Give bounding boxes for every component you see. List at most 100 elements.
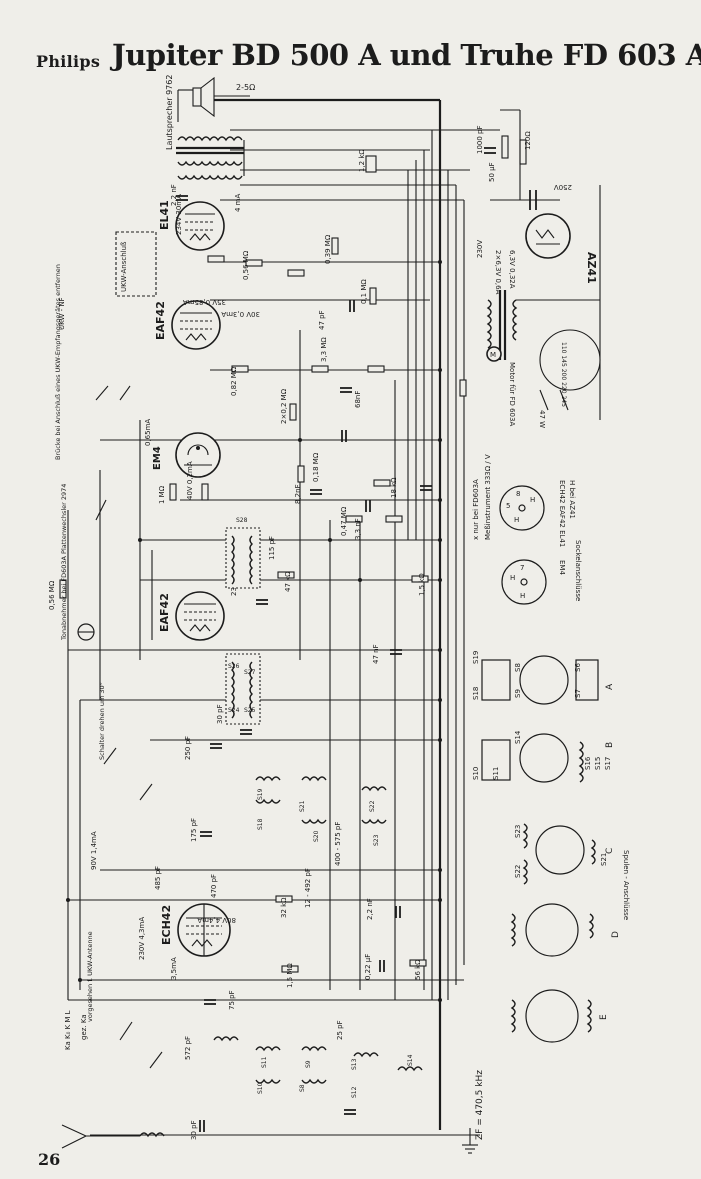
eaf42-voltage-2: 30V 0,3mA (221, 310, 260, 318)
cap-12-492: 12 - 492 pF (304, 868, 312, 908)
sockel-types-2: EM4 (558, 560, 566, 575)
eaf42-voltage: 35V 0,85mA (183, 298, 226, 306)
cap-1000p: 1000 pF (476, 125, 484, 154)
res-039: 0,39 MΩ (324, 234, 332, 264)
svg-text:S8: S8 (299, 1084, 306, 1092)
page-number: 26 (38, 1150, 61, 1169)
cap-250p: 250 pF (184, 736, 192, 760)
svg-text:S13: S13 (351, 1058, 358, 1070)
svg-text:S22: S22 (369, 800, 376, 812)
res-2m2: 2×0,2 MΩ (280, 388, 288, 424)
cap-470p: 470 pF (210, 874, 218, 898)
coil-connections: S18 S19 S8 S9 S6 S7 A S10 S11 S14 S16 S1… (472, 651, 621, 1043)
tube-eaf42-top-label: EAF42 (154, 301, 167, 340)
motor-label: Motor für FD 603A (508, 362, 516, 426)
res-120: 120Ω (524, 131, 532, 150)
svg-text:S19: S19 (257, 788, 264, 800)
x-nur-label: x nur bei FD603A (472, 479, 480, 540)
cap-485p: 485 pF (154, 866, 162, 890)
res-1k5: 1,5 kΩ (418, 573, 426, 596)
cap-2n2: 2,2 nF (170, 184, 178, 206)
res-47k: 47 kΩ (284, 571, 292, 592)
svg-text:S28: S28 (236, 517, 248, 524)
loudspeaker-label: Lautsprecher 9762 (165, 75, 174, 150)
svg-text:S11: S11 (492, 767, 500, 780)
svg-text:S11: S11 (261, 1056, 268, 1068)
loudspeaker: 2-5Ω Lautsprecher 9762 (165, 75, 255, 150)
ech42-voltage: 230V 4,3mA (138, 917, 146, 960)
res-1m: 1 MΩ (158, 485, 166, 504)
svg-text:S15: S15 (594, 757, 602, 770)
tube-el41: EL41 234V 30mA 4 mA (158, 194, 242, 251)
svg-text:S19: S19 (472, 651, 480, 664)
tube-eaf42-top: EAF42 35V 0,85mA 30V 0,3mA (154, 298, 260, 350)
cap-68n: 68nF (354, 391, 362, 408)
svg-text:H: H (514, 516, 519, 524)
svg-text:S9: S9 (305, 1060, 312, 1068)
cap-022u: 0,22 µF (364, 954, 372, 980)
em4-voltage: 40V 0,2mA (186, 461, 194, 500)
el41-voltage: 234V 30mA (175, 194, 183, 235)
label-c: C (605, 848, 615, 854)
cap-572p: 572 pF (184, 1036, 192, 1060)
resistors: 1,2 kΩ 0,56 MΩ 0,39 MΩ 0,1 MΩ 3,3 MΩ 0,8… (48, 149, 467, 988)
tube-ech42: ECH42 230V 4,3mA 80V 4,4mA 90V 1,4mA 3,5… (90, 831, 236, 980)
cap-25p: 25 pF (336, 1020, 344, 1040)
tube-em4: EM4 0,65mA 40V 0,2mA (144, 419, 221, 500)
sockel-types-1: ECH42 EAF42 EL41 (558, 480, 566, 547)
svg-text:S18: S18 (257, 818, 264, 830)
res-01: 0,1 MΩ (360, 279, 368, 304)
mains-voltage: 230V (476, 240, 484, 258)
heater-voltage: 6,3V 0,32A (508, 250, 516, 289)
svg-text:5: 5 (506, 502, 510, 510)
svg-text:7: 7 (520, 564, 524, 572)
mains-taps: 110 145 200 220 245 (560, 342, 567, 407)
res-18k: 18 kΩ (390, 477, 398, 498)
cap-175p: 175 pF (190, 818, 198, 842)
svg-text:S14: S14 (407, 1054, 414, 1066)
svg-text:H: H (520, 592, 525, 600)
spulen-label: Spulen - Anschlüsse (622, 850, 630, 920)
bus-lines (67, 98, 500, 1136)
tube-em4-label: EM4 (152, 446, 163, 470)
sockel-label: Sockelanschlüsse (574, 540, 582, 601)
svg-text:H: H (530, 496, 535, 504)
annotations: UKW-Anschluß UKW - NF Brücke bei Anschlu… (54, 241, 630, 1140)
svg-text:S26: S26 (228, 663, 240, 670)
cap-75p: 75 pF (228, 990, 236, 1010)
page-title: Jupiter BD 500 A und Truhe FD 603 A (112, 38, 701, 72)
heater-voltage-2: 2×6,3V 0,6A (494, 250, 502, 295)
svg-text:S14: S14 (514, 730, 522, 744)
svg-text:S21: S21 (600, 853, 608, 866)
res-33: 3,3 MΩ (320, 337, 328, 362)
antenna-input: Ka K₀ K M L gez. Ka (61, 1010, 478, 1154)
svg-text:S17: S17 (604, 757, 612, 770)
cap-115p: 115 pF (268, 536, 276, 560)
tube-az41-label: AZ41 (585, 252, 598, 284)
cap-2n2-b: 2,2 nF (366, 898, 374, 920)
az41-voltage: 250V (554, 183, 572, 191)
label-e: E (599, 1014, 609, 1020)
svg-text:S23: S23 (373, 834, 380, 846)
cap-47n: 47 nF (372, 644, 380, 664)
label-a: A (605, 683, 615, 690)
cap-8n2: 8,2nF (294, 484, 302, 504)
svg-text:S9: S9 (514, 689, 522, 698)
svg-text:S10: S10 (257, 1082, 264, 1094)
res-32k: 32 kΩ (280, 897, 288, 918)
ukw-nf-label: UKW - NF (58, 297, 66, 330)
svg-text:S6: S6 (574, 663, 582, 672)
svg-text:S27: S27 (244, 669, 256, 676)
antenna-terminals: Ka K₀ K M L (64, 1010, 72, 1050)
svg-text:S7: S7 (574, 689, 582, 698)
if-coils: S28 S26 S27 S24 S25 S19 S18 S21 S20 S22 … (139, 517, 423, 1138)
res-056m: 0,56 MΩ (48, 580, 56, 610)
svg-text:M: M (490, 351, 496, 359)
label-b: B (605, 742, 615, 748)
schalter-label: Schalter drehen um 30° (98, 682, 106, 760)
messinstrument-label: Meßinstrument 333Ω / V (484, 454, 492, 540)
svg-text:S8: S8 (514, 663, 522, 672)
gez-ka-label: gez. Ka (80, 1014, 88, 1040)
em4-current: 0,65mA (144, 419, 152, 446)
